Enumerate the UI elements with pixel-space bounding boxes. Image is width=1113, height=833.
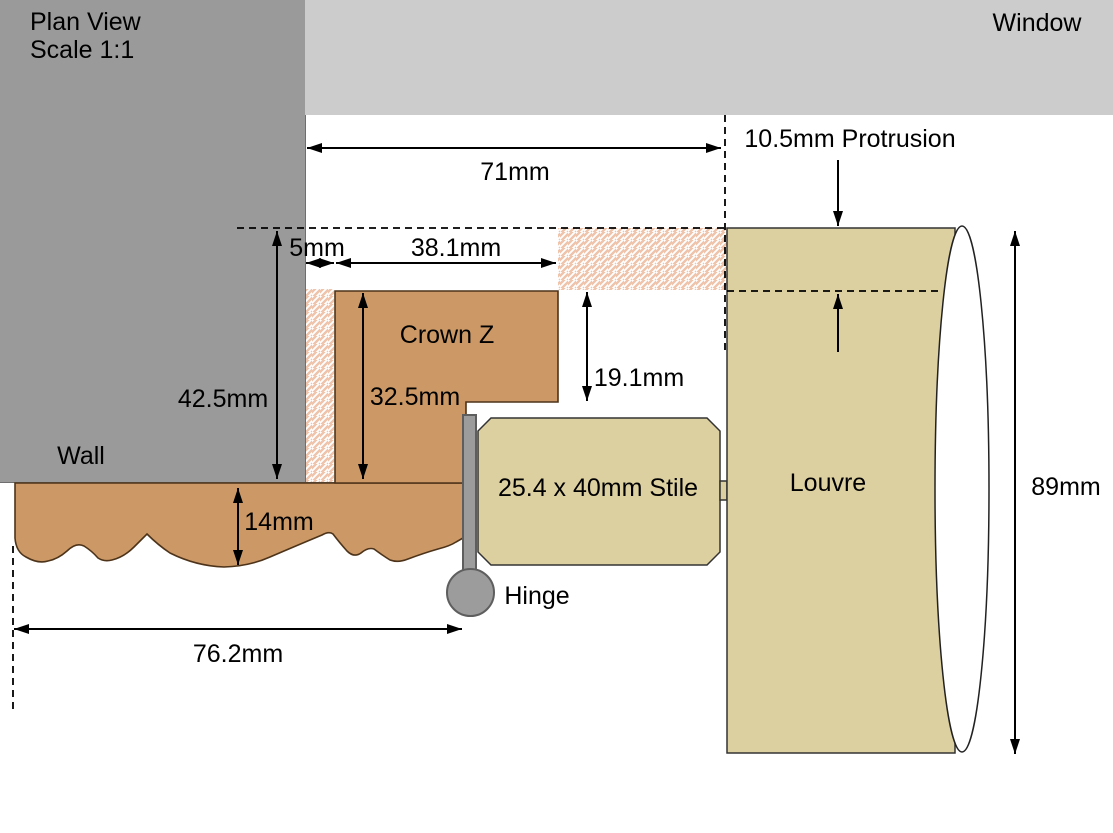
dim-19-1mm-label: 19.1mm: [593, 364, 685, 392]
dim-protrusion-label: 10.5mm Protrusion: [744, 125, 956, 153]
stile-tenon-tab: [719, 480, 728, 501]
stile-shape: [477, 417, 721, 566]
wall-shape: [0, 0, 305, 482]
dim-71mm-label: 71mm: [480, 158, 550, 186]
louvre-shape: [726, 227, 956, 754]
hinge-leaf: [462, 414, 477, 571]
label-louvre: Louvre: [789, 469, 867, 497]
dim-14mm-label: 14mm: [244, 508, 314, 536]
louvre-blade-ellipse: [934, 225, 990, 753]
label-stile: 25.4 x 40mm Stile: [497, 474, 699, 502]
dim-42-5mm-label: 42.5mm: [177, 385, 269, 413]
hinge-knuckle: [446, 568, 495, 617]
dim-32-5mm-label: 32.5mm: [369, 383, 461, 411]
dim-38-1mm-label: 38.1mm: [410, 234, 502, 262]
hatch-gap-crown-louvre: [558, 228, 727, 290]
label-hinge: Hinge: [504, 582, 570, 610]
dim-76-2mm-label: 76.2mm: [192, 640, 284, 668]
hatch-gap-wall-crown: [306, 289, 334, 482]
label-crown-z: Crown Z: [399, 321, 495, 349]
dim-89mm-label: 89mm: [1031, 473, 1101, 501]
crown-z-shape: [334, 290, 559, 484]
drawing-title-line2: Scale 1:1: [30, 36, 135, 64]
dim-5mm-label: 5mm: [289, 234, 345, 262]
label-window: Window: [992, 9, 1082, 37]
window-shape: [305, 0, 1113, 115]
drawing-title-line1: Plan View: [30, 8, 141, 36]
label-wall: Wall: [57, 442, 105, 470]
drawing-title: Plan View Scale 1:1: [30, 8, 141, 64]
